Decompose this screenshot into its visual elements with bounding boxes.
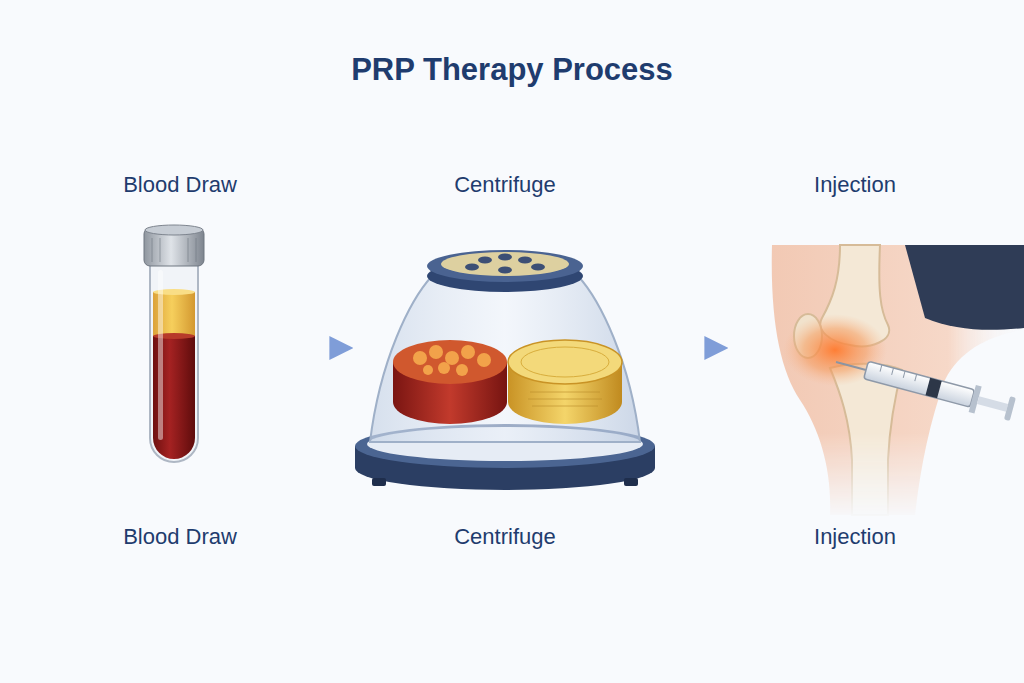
flow-arrow bbox=[254, 343, 351, 353]
centrifuge bbox=[355, 250, 655, 490]
stage-label: Centrifuge bbox=[450, 523, 560, 551]
test-tube bbox=[144, 225, 204, 462]
stage-panel: InjectionInjection bbox=[730, 171, 980, 551]
syringe bbox=[836, 356, 1016, 422]
stage-panel: Blood DrawBlood Draw bbox=[110, 171, 250, 551]
stage-label: Centrifuge bbox=[450, 171, 560, 199]
diagram-title: PRP Therapy Process bbox=[0, 52, 1024, 88]
stage-panel: CentrifugeCentrifuge bbox=[355, 171, 655, 551]
stage-label: Injection bbox=[810, 171, 900, 199]
stage-label: Blood Draw bbox=[119, 171, 241, 199]
stage-label: Injection bbox=[810, 523, 900, 551]
knee-illustration bbox=[772, 245, 1024, 515]
flow-arrow bbox=[659, 343, 726, 353]
stage-label: Blood Draw bbox=[119, 523, 241, 551]
